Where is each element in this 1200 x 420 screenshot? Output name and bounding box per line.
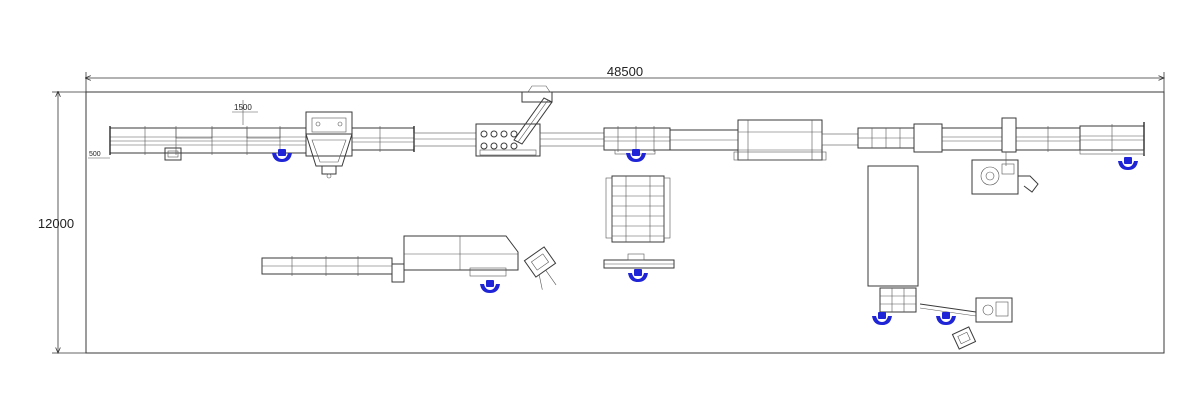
site-boundary (85, 91, 1165, 354)
operator-positions (272, 149, 1138, 325)
width-label: 12000 (38, 216, 74, 231)
bottom-right-equipment (919, 297, 1013, 350)
worker-icon (626, 149, 646, 162)
worker-icon (872, 312, 892, 325)
worker-icon (936, 312, 956, 325)
detail-dimensions: 1500 500 (88, 100, 258, 159)
main-production-line (109, 85, 1145, 195)
worker-icon (1118, 157, 1138, 170)
worker-icon (628, 269, 648, 282)
width-dimension: 12000 (38, 92, 86, 353)
secondary-line-left (261, 235, 557, 290)
length-dimension: 48500 (86, 64, 1164, 92)
curing-grid (867, 165, 919, 313)
detail-offset-label: 500 (89, 151, 101, 158)
worker-icon (480, 280, 500, 293)
stacking-rack (603, 175, 675, 269)
length-label: 48500 (607, 64, 643, 79)
worker-icon (272, 149, 292, 162)
detail-height-label: 1500 (234, 103, 252, 112)
